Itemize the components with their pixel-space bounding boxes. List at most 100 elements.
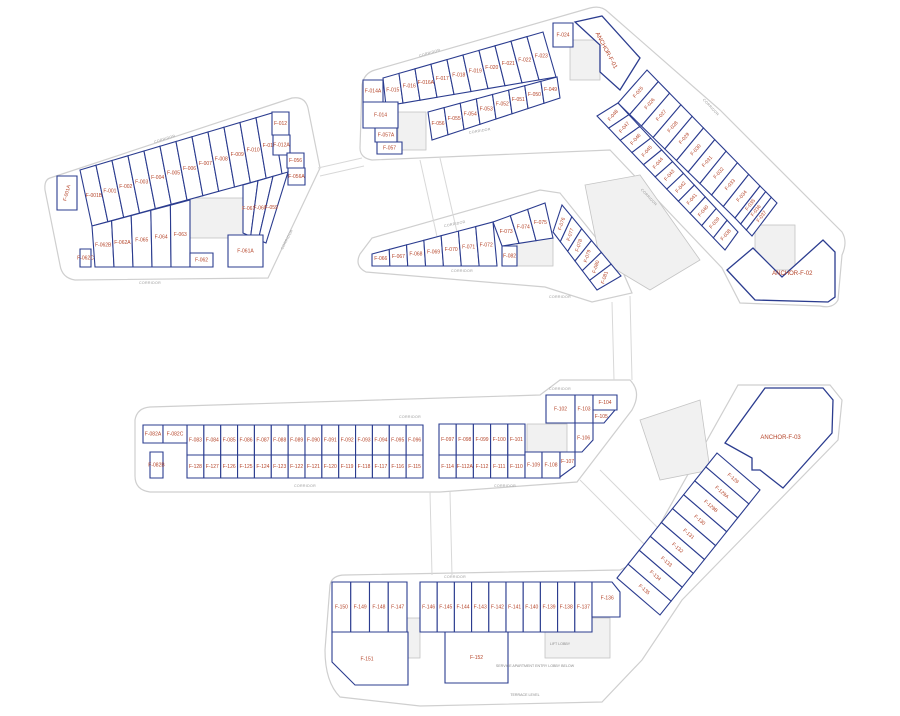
shop-unit[interactable]: F-084 xyxy=(203,424,222,456)
shop-unit[interactable]: F-072 xyxy=(475,221,498,267)
shop-unit[interactable]: F-082A xyxy=(142,424,164,444)
shop-unit[interactable]: F-062B xyxy=(91,220,115,268)
shop-unit[interactable]: F-129 xyxy=(705,452,761,505)
shop-unit[interactable]: F-087 xyxy=(253,424,272,456)
shop-unit[interactable]: F-081 xyxy=(588,263,622,291)
shop-unit[interactable]: F-121 xyxy=(304,454,323,479)
shop-unit[interactable]: F-140 xyxy=(522,581,541,633)
shop-unit[interactable]: F-147 xyxy=(387,581,408,633)
shop-unit[interactable]: F-125 xyxy=(237,454,255,479)
shop-unit[interactable]: F-062C xyxy=(77,248,94,268)
shop-unit[interactable]: F-057 xyxy=(376,141,403,155)
shop-unit[interactable]: F-095 xyxy=(388,424,407,456)
shop-unit[interactable]: F-142 xyxy=(488,581,507,633)
shop-unit[interactable]: F-065 xyxy=(130,209,153,268)
shop-unit[interactable]: F-061A xyxy=(227,234,264,268)
shop-unit[interactable]: F-046 xyxy=(619,125,652,154)
shop-unit[interactable]: F-116 xyxy=(388,454,407,479)
shop-unit[interactable]: F-089 xyxy=(287,424,306,456)
shop-unit[interactable]: F-108 xyxy=(541,451,561,479)
shop-unit[interactable]: F-056A xyxy=(287,167,306,186)
shop-unit[interactable]: F-038 xyxy=(712,219,739,251)
shop-unit[interactable]: F-014A xyxy=(362,79,384,103)
shop-unit[interactable]: F-107 xyxy=(559,451,576,479)
shop-unit[interactable]: F-099 xyxy=(472,423,492,456)
shop-unit[interactable]: F-047 xyxy=(607,114,641,142)
shop-unit[interactable]: F-082C xyxy=(162,424,188,444)
shop-unit[interactable]: F-068 xyxy=(405,239,427,267)
shop-unit[interactable]: F-129A xyxy=(694,466,750,519)
shop-unit[interactable]: F-027 xyxy=(640,92,682,139)
shop-unit[interactable]: F-128 xyxy=(186,454,205,479)
shop-unit[interactable]: F-041 xyxy=(677,184,707,215)
shop-unit[interactable]: F-136 xyxy=(591,581,621,618)
shop-unit[interactable]: F-001A xyxy=(56,175,78,211)
shop-unit[interactable]: F-109 xyxy=(524,451,543,479)
shop-unit[interactable]: F-090 xyxy=(304,424,323,456)
shop-unit[interactable]: F-070 xyxy=(440,230,462,267)
shop-unit[interactable]: F-097 xyxy=(438,423,457,456)
shop-unit[interactable]: F-111 xyxy=(490,454,509,479)
shop-unit[interactable]: F-106 xyxy=(574,422,594,453)
shop-unit[interactable]: F-012 xyxy=(271,111,290,136)
shop-unit[interactable]: F-103 xyxy=(574,394,594,424)
shop-unit[interactable]: F-085 xyxy=(220,424,239,456)
shop-unit[interactable]: F-123 xyxy=(270,454,289,479)
shop-unit[interactable]: F-088 xyxy=(270,424,289,456)
shop-unit[interactable]: ANCHOR-F-03 xyxy=(724,387,834,489)
shop-unit[interactable]: F-149 xyxy=(350,581,371,633)
shop-unit[interactable]: F-115 xyxy=(405,454,424,479)
shop-unit[interactable]: F-066 xyxy=(371,248,391,267)
shop-unit[interactable]: F-098 xyxy=(455,423,474,456)
shop-unit[interactable]: F-148 xyxy=(368,581,389,633)
shop-unit[interactable]: ANCHOR-F-02 xyxy=(726,239,836,303)
shop-unit[interactable]: F-152 xyxy=(444,631,509,684)
shop-unit[interactable]: F-146 xyxy=(419,581,438,633)
shop-unit[interactable]: F-131 xyxy=(660,507,717,561)
shop-unit[interactable]: F-062A xyxy=(111,214,134,268)
shop-unit[interactable]: F-083 xyxy=(186,424,205,456)
shop-unit[interactable]: F-100 xyxy=(490,423,509,456)
shop-unit[interactable]: F-024 xyxy=(552,22,574,48)
shop-unit[interactable]: F-112A xyxy=(455,454,474,479)
shop-unit[interactable]: F-069 xyxy=(423,235,445,267)
shop-unit[interactable]: F-112 xyxy=(472,454,492,479)
shop-unit[interactable]: F-110 xyxy=(507,454,526,479)
shop-unit[interactable]: F-059 xyxy=(257,171,289,244)
shop-unit[interactable]: F-137 xyxy=(574,581,593,633)
shop-unit[interactable]: F-062 xyxy=(189,252,214,268)
shop-unit[interactable]: F-105 xyxy=(592,409,617,424)
shop-unit[interactable]: F-143 xyxy=(471,581,490,633)
shop-unit[interactable]: F-102 xyxy=(545,394,576,424)
shop-unit[interactable]: F-150 xyxy=(331,581,352,633)
shop-unit[interactable]: F-049 xyxy=(540,76,561,104)
shop-unit[interactable]: F-138 xyxy=(557,581,576,633)
shop-unit[interactable]: F-101 xyxy=(507,423,526,456)
shop-unit[interactable]: F-096 xyxy=(405,424,424,456)
shop-unit[interactable]: F-120 xyxy=(321,454,340,479)
shop-unit[interactable]: F-104 xyxy=(592,394,618,411)
shop-unit[interactable]: F-117 xyxy=(371,454,390,479)
shop-unit[interactable]: F-151 xyxy=(331,631,409,686)
shop-unit[interactable]: F-094 xyxy=(371,424,390,456)
shop-unit[interactable]: F-093 xyxy=(355,424,373,456)
shop-unit[interactable]: F-067 xyxy=(388,244,409,267)
shop-unit[interactable]: F-141 xyxy=(505,581,524,633)
shop-unit[interactable]: F-082 xyxy=(501,245,518,267)
shop-unit[interactable]: F-139 xyxy=(539,581,559,633)
shop-unit[interactable]: F-122 xyxy=(287,454,306,479)
shop-unit[interactable]: F-075 xyxy=(527,202,554,242)
shop-unit[interactable]: F-145 xyxy=(436,581,455,633)
shop-unit[interactable]: F-086 xyxy=(237,424,255,456)
shop-unit[interactable]: F-114 xyxy=(438,454,457,479)
shop-unit[interactable]: F-126 xyxy=(220,454,239,479)
shop-unit[interactable]: F-039 xyxy=(700,207,728,239)
shop-unit[interactable]: F-091 xyxy=(321,424,340,456)
shop-unit[interactable]: F-127 xyxy=(203,454,222,479)
shop-unit[interactable]: F-063 xyxy=(169,199,191,268)
shop-unit[interactable]: F-057A xyxy=(374,127,398,143)
shop-unit[interactable]: F-092 xyxy=(338,424,357,456)
shop-unit[interactable]: F-082B xyxy=(148,451,165,479)
shop-unit[interactable]: F-012A xyxy=(272,134,291,156)
shop-unit[interactable]: F-014 xyxy=(362,101,399,129)
